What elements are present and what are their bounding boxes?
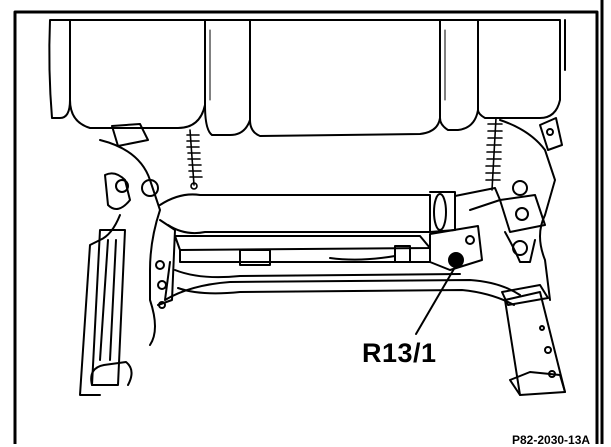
component-label: R13/1 (362, 338, 437, 368)
frame-border (13, 10, 599, 444)
left-mechanism (99, 123, 176, 346)
seat-cushion (48, 19, 566, 137)
right-rail (501, 284, 566, 396)
leader-line (415, 261, 459, 335)
right-spring (485, 117, 503, 191)
figure-reference: P82-2030-13A (512, 433, 591, 447)
left-rail (79, 214, 133, 396)
right-mechanism (499, 117, 563, 301)
r13-1-component (429, 225, 483, 271)
left-spring (186, 129, 203, 190)
lower-frame (164, 235, 521, 306)
cross-tube (159, 187, 501, 235)
